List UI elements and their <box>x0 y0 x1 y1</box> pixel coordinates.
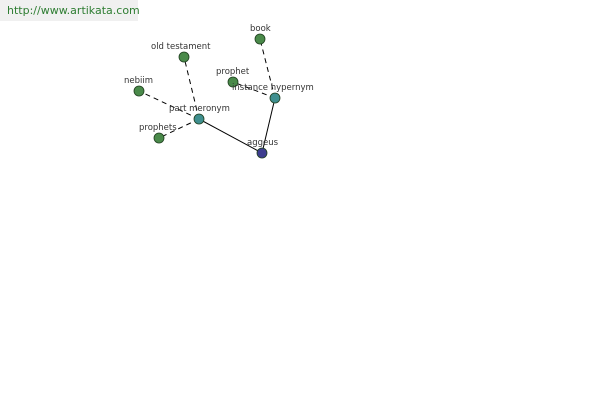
label-old-testament[interactable]: old testament <box>151 42 211 52</box>
edge-part-meronym-to-old-testament <box>183 56 200 120</box>
graph-labels: aggeus part meronym instance hypernym old t… <box>124 24 314 148</box>
label-prophets[interactable]: prophets <box>139 123 177 133</box>
node-prophet[interactable] <box>227 76 239 88</box>
label-instance-hypernym[interactable]: instance hypernym <box>232 83 314 93</box>
edge-aggeus-to-part-meronym <box>198 118 263 154</box>
label-prophet[interactable]: prophet <box>216 67 250 77</box>
node-instance-hypernym[interactable] <box>269 92 281 104</box>
label-nebiim[interactable]: nebiim <box>124 76 153 86</box>
graph-edges <box>138 38 276 154</box>
edge-aggeus-to-instance-hypernym <box>261 97 276 154</box>
node-nebiim[interactable] <box>133 85 145 97</box>
graph-nodes <box>133 33 281 159</box>
node-prophets[interactable] <box>153 132 165 144</box>
edge-instance-hypernym-to-book <box>259 38 276 99</box>
edge-part-meronym-to-prophets <box>158 118 200 139</box>
edge-instance-hypernym-to-prophet <box>232 81 276 99</box>
node-old-testament[interactable] <box>178 51 190 63</box>
node-aggeus[interactable] <box>256 147 268 159</box>
node-part-meronym[interactable] <box>193 113 205 125</box>
label-aggeus[interactable]: aggeus <box>247 138 279 148</box>
node-book[interactable] <box>254 33 266 45</box>
label-part-meronym[interactable]: part meronym <box>169 104 230 114</box>
site-url-link[interactable]: http://www.artikata.com <box>0 0 140 21</box>
edge-part-meronym-to-nebiim <box>138 90 200 120</box>
label-book[interactable]: book <box>250 24 271 34</box>
